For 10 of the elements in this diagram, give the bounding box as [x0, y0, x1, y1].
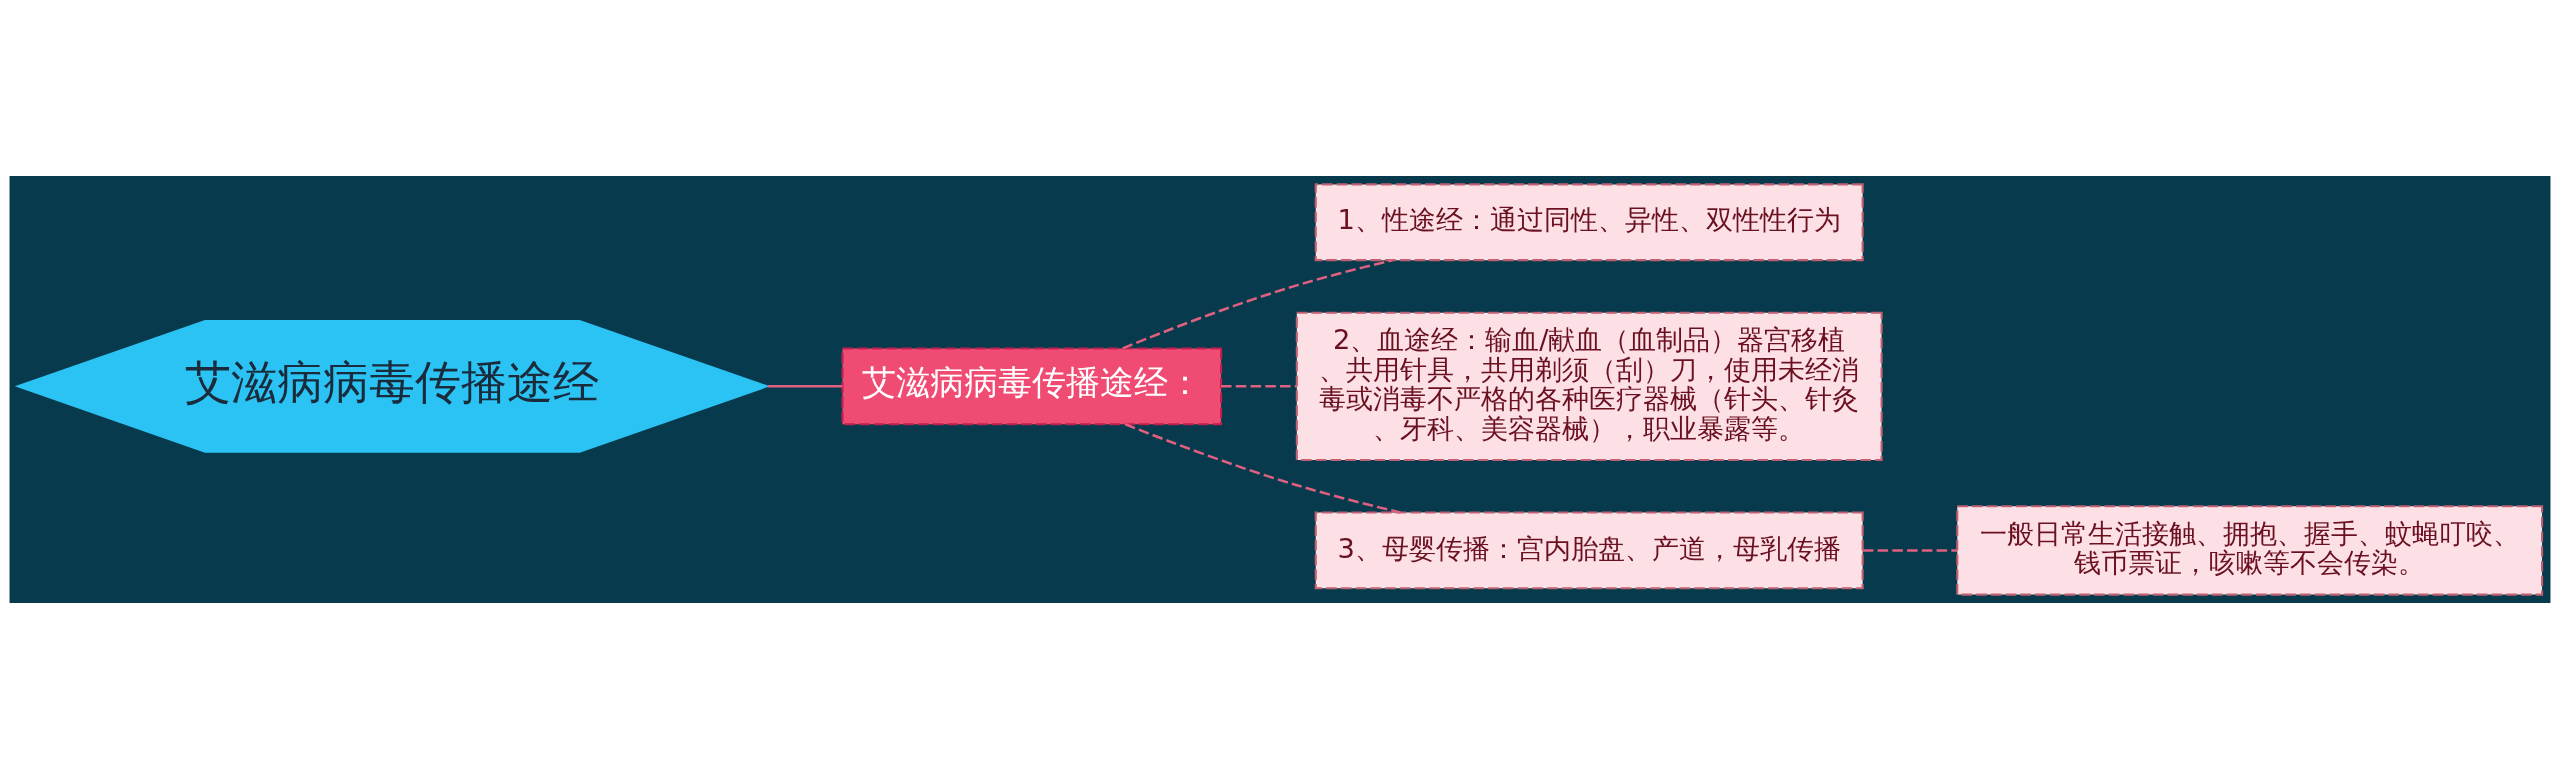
node-box: 2、血途经：输血/献血（血制品）器宫移植、共用针具，共用剃须（刮）刀，使用未经消毒或消毒不严格的各种医疗器械（针头、针灸、牙科、美容器械），职业暴露等。 [1295, 311, 1883, 461]
connector [1122, 258, 1393, 349]
node-box: 1、性途经：通过同性、异性、双性性行为 [1314, 182, 1864, 261]
connector [1124, 422, 1401, 514]
connector [1863, 548, 1957, 552]
connector [1221, 384, 1297, 388]
connector [767, 384, 843, 388]
node-box: 艾滋病病毒传播途经： [841, 346, 1223, 425]
node-box: 一般日常生活接触、拥抱、握手、蚊蝇叮咬、钱币票证，咳嗽等不会传染。 [1956, 504, 2544, 596]
node-box: 3、母婴传播：宫内胎盘、产道，母乳传播 [1314, 511, 1864, 589]
